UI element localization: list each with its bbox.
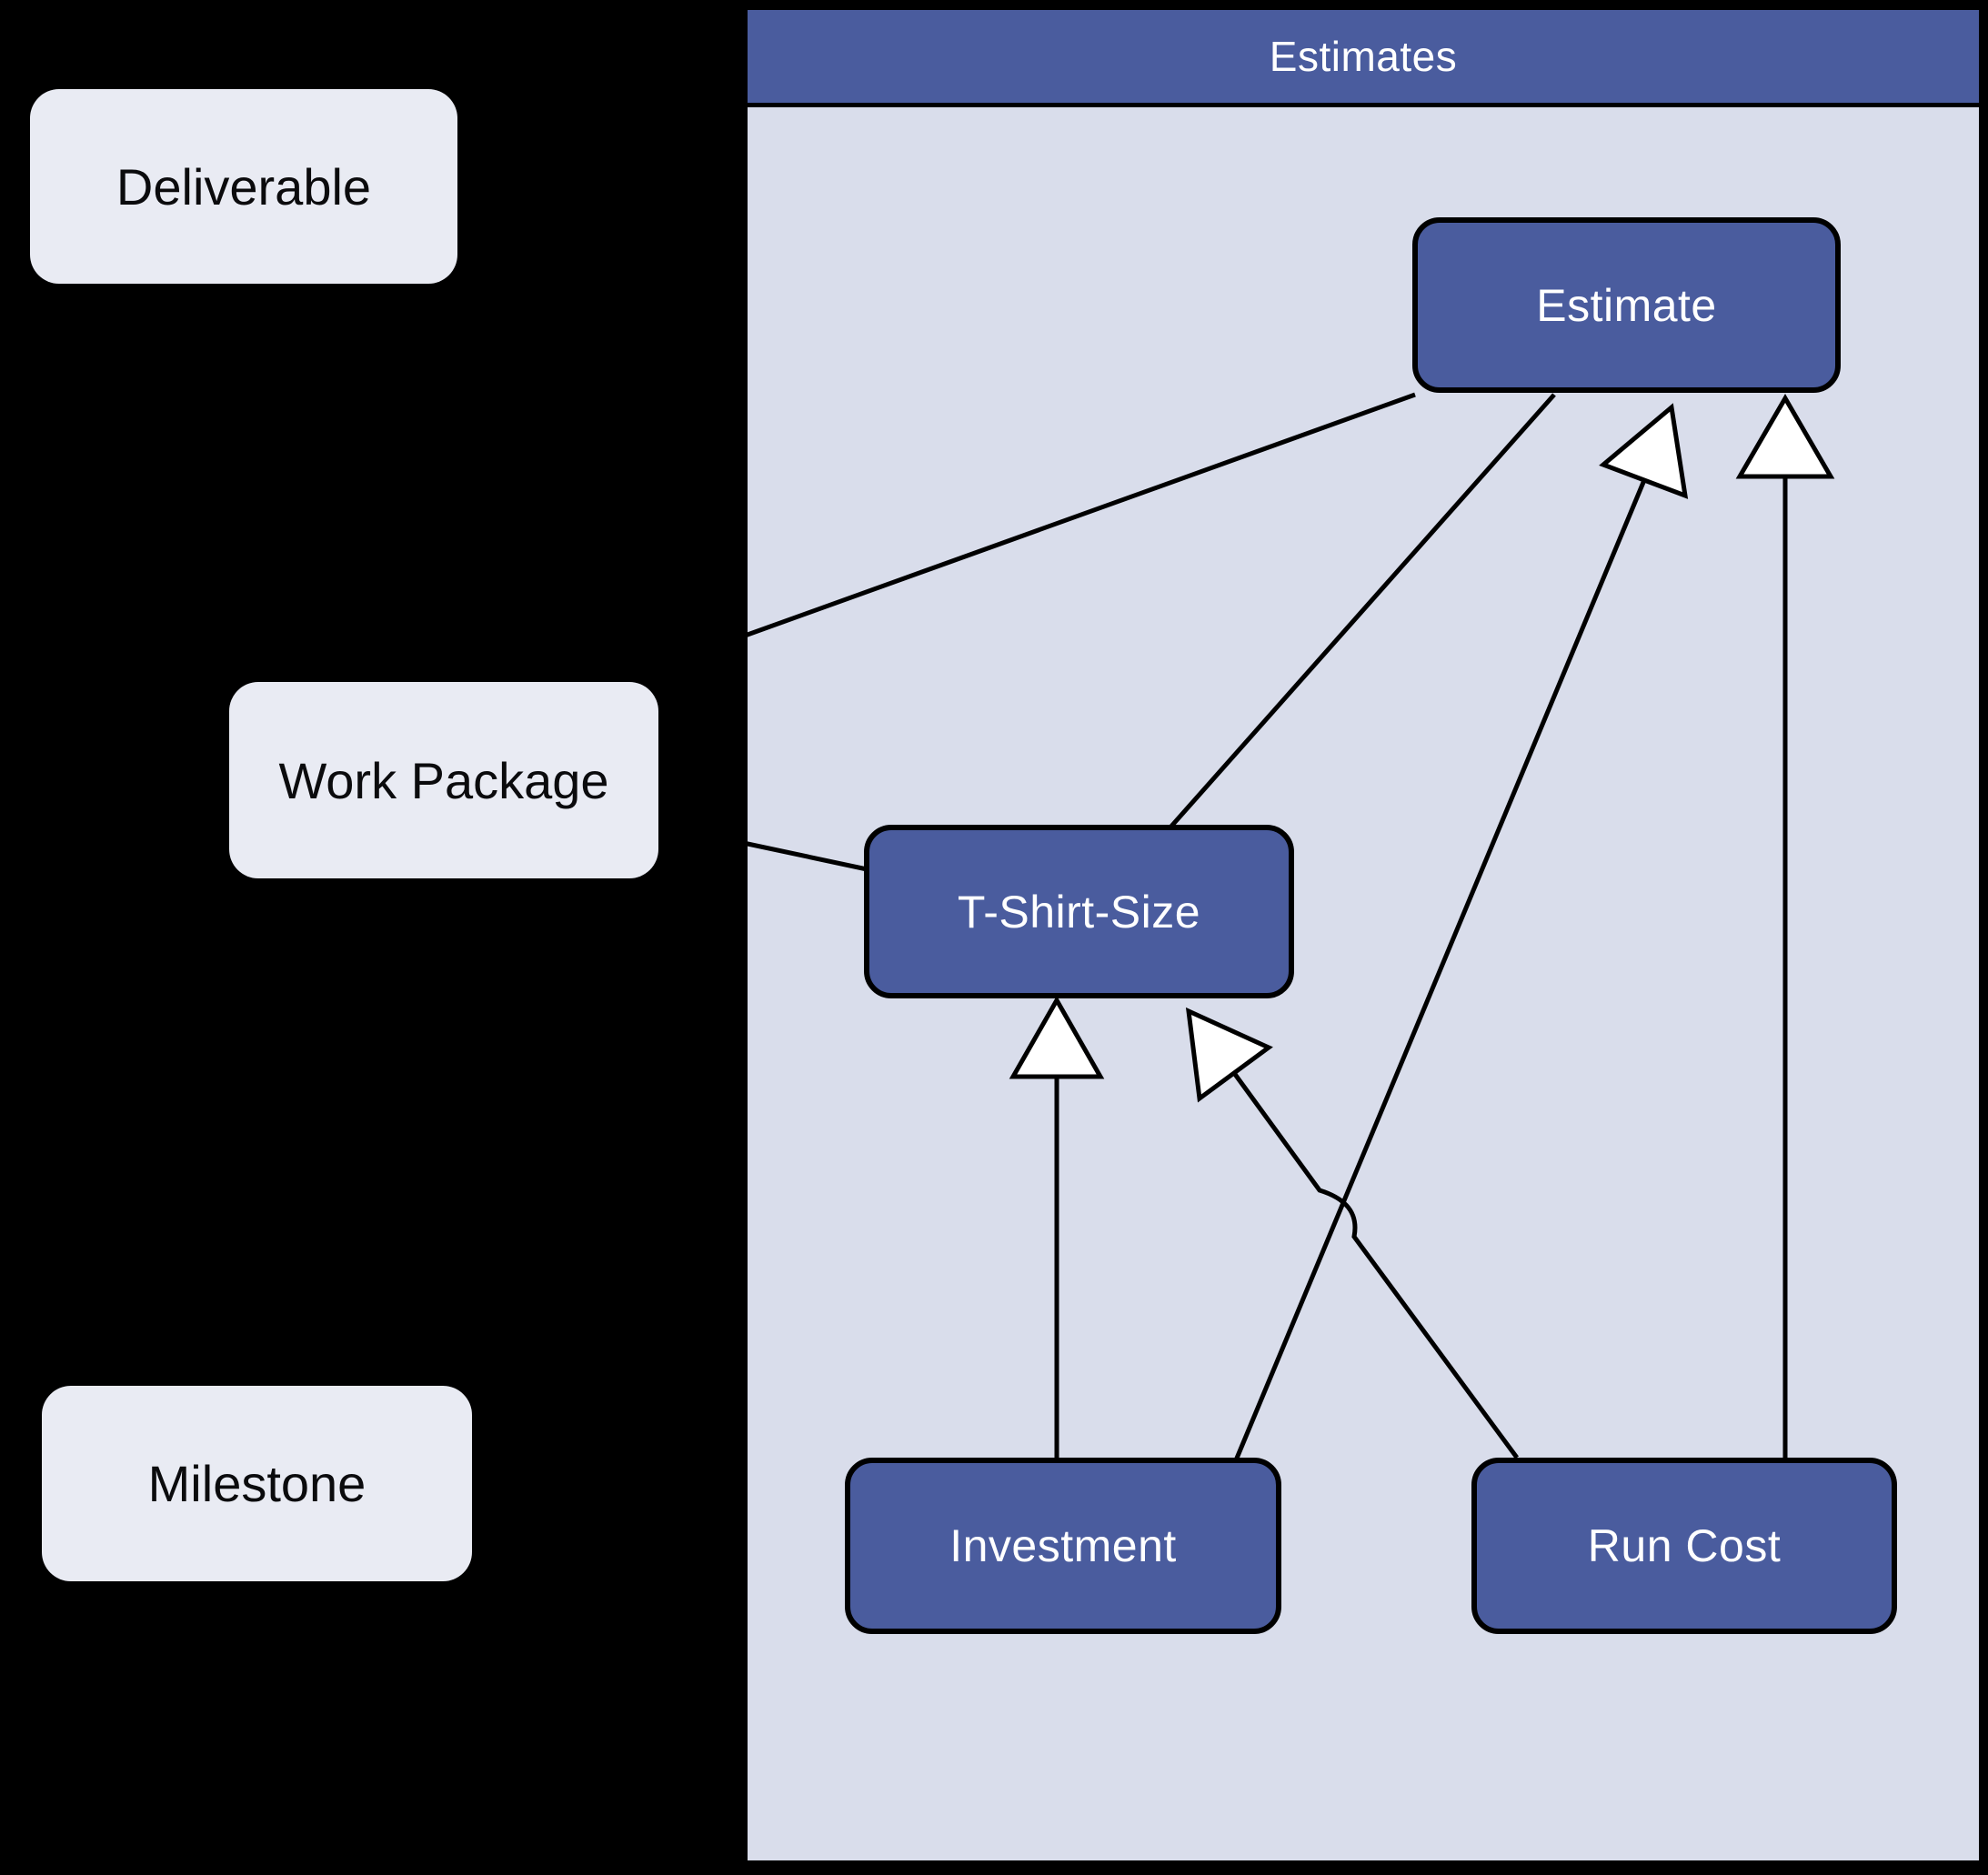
arrowhead-runcost-estimate xyxy=(1735,394,1835,479)
node-estimate-label: Estimate xyxy=(1536,279,1717,331)
node-milestone-label: Milestone xyxy=(147,1455,366,1512)
node-t-shirt-size[interactable]: T-Shirt-Size xyxy=(864,825,1294,998)
node-investment-label: Investment xyxy=(949,1520,1177,1571)
arrowhead-investment-tshirtsize xyxy=(1009,995,1105,1079)
node-t-shirt-size-label: T-Shirt-Size xyxy=(957,886,1201,938)
node-work-package[interactable]: Work Package xyxy=(229,682,658,878)
edge-workpackage-tshirtsize xyxy=(734,838,872,873)
node-run-cost[interactable]: Run Cost xyxy=(1471,1458,1897,1634)
node-milestone[interactable]: Milestone xyxy=(42,1386,472,1581)
edge-tshirtsize-estimate xyxy=(1167,393,1556,831)
edge-investment-estimate xyxy=(1233,479,1647,1461)
node-estimate[interactable]: Estimate xyxy=(1412,217,1841,393)
node-run-cost-label: Run Cost xyxy=(1587,1520,1782,1571)
node-work-package-label: Work Package xyxy=(278,751,609,809)
arrowhead-runcost-tshirtsize xyxy=(1185,1007,1273,1103)
edge-deliverable-estimate xyxy=(734,392,1416,642)
edge-runcost-tshirtsize xyxy=(1231,1071,1520,1459)
node-investment[interactable]: Investment xyxy=(845,1458,1281,1634)
arrowhead-investment-estimate xyxy=(1599,403,1689,499)
node-deliverable[interactable]: Deliverable xyxy=(30,89,457,284)
estimates-frame-header: Estimates xyxy=(748,10,1979,107)
node-deliverable-label: Deliverable xyxy=(115,157,372,216)
frame-title: Estimates xyxy=(1269,33,1458,80)
